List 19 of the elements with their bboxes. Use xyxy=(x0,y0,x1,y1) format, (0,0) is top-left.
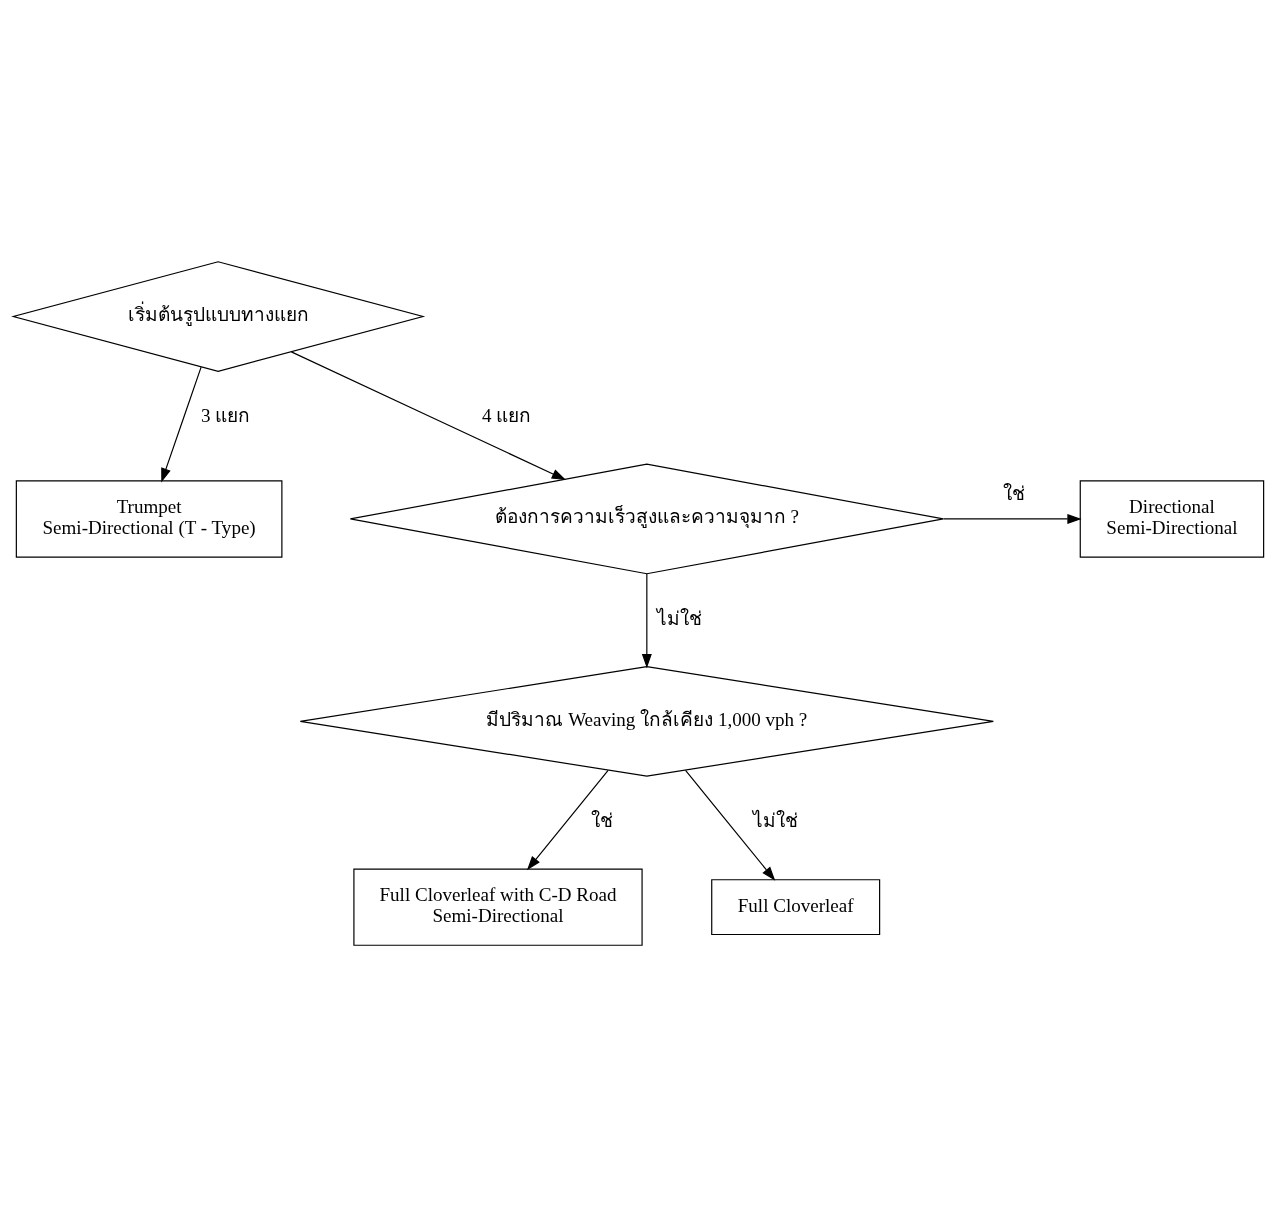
edge-label: 3 แยก xyxy=(200,405,251,427)
edge-label: 4 แยก xyxy=(481,405,532,427)
node-box: Directional Semi-Directional xyxy=(1079,480,1265,558)
edge-label: ใช่ xyxy=(591,810,614,832)
edge-label: ไม่ใช่ xyxy=(753,810,799,832)
edge-label: ใช่ xyxy=(1003,482,1026,504)
edge-label: ไม่ใช่ xyxy=(656,607,702,629)
node-box: Full Cloverleaf xyxy=(711,879,881,936)
arrow xyxy=(161,366,202,483)
node-diamond: มีปริมาณ Weaving ใกล้เคียง 1,000 vph ? xyxy=(299,666,994,777)
arrow xyxy=(290,351,567,481)
arrow xyxy=(684,769,776,881)
node-diamond: เริ่มต้นรูปแบบทางแยก xyxy=(11,261,426,372)
node-diamond: ต้องการความเร็วสูงและความจุมาก ? xyxy=(349,463,944,575)
arrow xyxy=(641,573,652,669)
node-box: Full Cloverleaf with C-D Road Semi-Directional xyxy=(353,868,643,946)
arrow xyxy=(526,769,609,871)
arrow xyxy=(942,513,1082,524)
node-box: Trumpet Semi-Directional (T - Type) xyxy=(15,480,283,558)
